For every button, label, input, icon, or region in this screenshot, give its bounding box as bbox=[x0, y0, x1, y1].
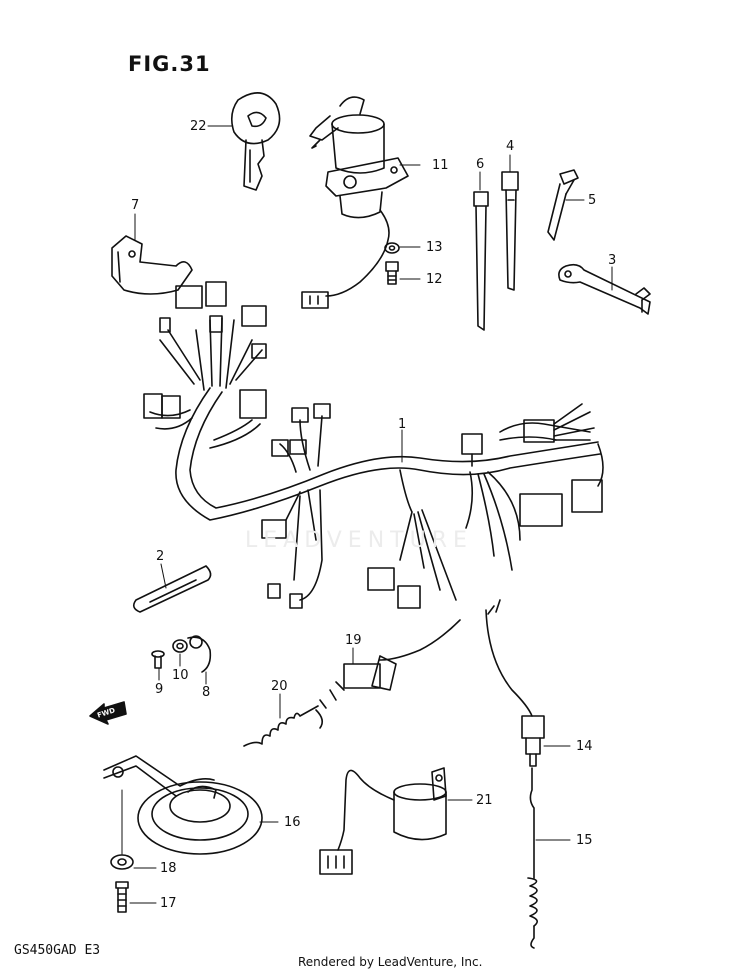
ignition-switch-11 bbox=[301, 96, 409, 309]
callout-17: 17 bbox=[160, 896, 177, 911]
callout-20: 20 bbox=[271, 679, 288, 694]
clamp-2 bbox=[132, 565, 212, 613]
relay-21 bbox=[319, 767, 447, 875]
cable-tie-6 bbox=[473, 191, 489, 331]
callout-11: 11 bbox=[432, 158, 449, 173]
callout-21: 21 bbox=[476, 793, 493, 808]
callout-9: 9 bbox=[155, 682, 164, 697]
callout-18: 18 bbox=[160, 861, 177, 876]
render-credit: Rendered by LeadVenture, Inc. bbox=[298, 955, 483, 969]
callout-14: 14 bbox=[576, 739, 593, 754]
callout-1: 1 bbox=[398, 417, 407, 432]
brake-switch-19 bbox=[315, 619, 461, 729]
washer-18 bbox=[110, 854, 134, 870]
callout-12: 12 bbox=[426, 272, 443, 287]
spring-15 bbox=[527, 767, 538, 949]
bracket-3 bbox=[558, 263, 651, 315]
figure-title: FIG.31 bbox=[128, 52, 211, 76]
bolt-9 bbox=[151, 650, 165, 669]
band-clamp-5 bbox=[547, 169, 579, 241]
callout-10: 10 bbox=[172, 668, 189, 683]
clamp-7 bbox=[111, 235, 193, 295]
callout-16: 16 bbox=[284, 815, 301, 830]
washer-13 bbox=[384, 242, 400, 254]
callout-8: 8 bbox=[202, 685, 211, 700]
callout-4: 4 bbox=[506, 139, 515, 154]
watermark-text: LEADVENTURE bbox=[245, 528, 473, 553]
spring-20 bbox=[243, 705, 319, 747]
callout-6: 6 bbox=[476, 157, 485, 172]
model-code: GS450GAD E3 bbox=[14, 943, 101, 958]
oil-switch-14 bbox=[485, 599, 545, 767]
callout-15: 15 bbox=[576, 833, 593, 848]
callout-7: 7 bbox=[131, 198, 140, 213]
callout-22: 22 bbox=[190, 119, 207, 134]
bolt-17 bbox=[115, 881, 129, 913]
key-22 bbox=[230, 92, 281, 191]
leader-lines bbox=[121, 125, 613, 904]
callout-3: 3 bbox=[608, 253, 617, 268]
callout-19: 19 bbox=[345, 633, 362, 648]
cable-tie-4 bbox=[501, 171, 519, 291]
horn-16 bbox=[103, 755, 263, 855]
callout-5: 5 bbox=[588, 193, 597, 208]
washer-10 bbox=[172, 639, 188, 653]
screw-12 bbox=[385, 261, 399, 285]
callout-13: 13 bbox=[426, 240, 443, 255]
wiring-harness-1 bbox=[143, 281, 604, 609]
callout-2: 2 bbox=[156, 549, 165, 564]
clip-8 bbox=[187, 635, 212, 673]
fwd-arrow-icon bbox=[89, 701, 127, 725]
